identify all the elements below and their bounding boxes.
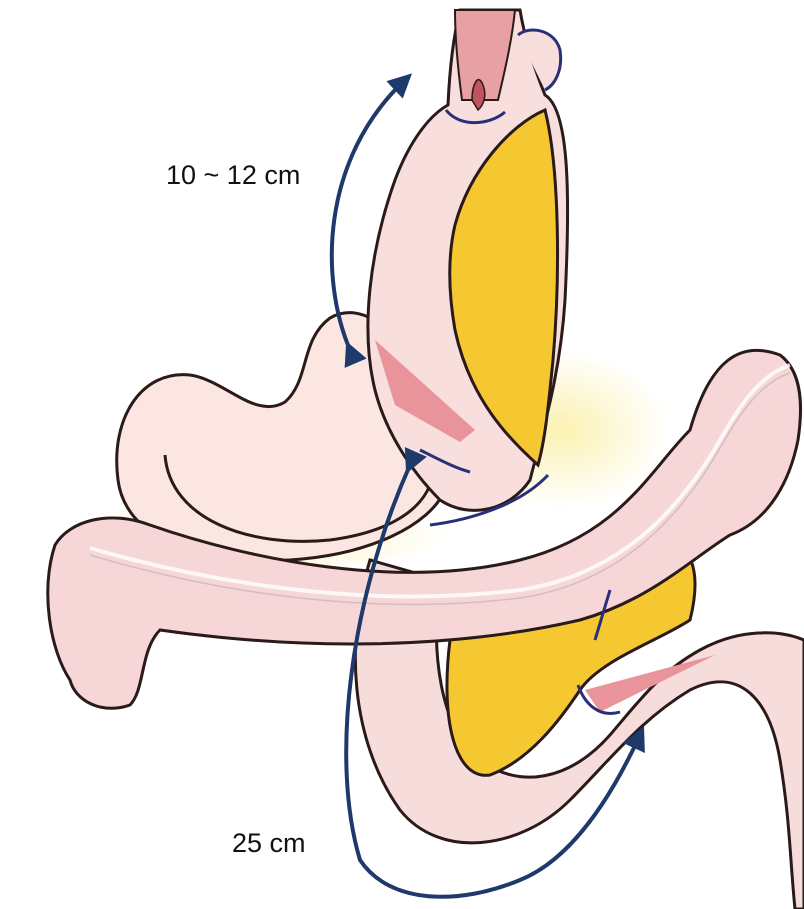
- lower-measurement-label: 25 cm: [232, 830, 306, 857]
- upper-measurement-label: 10 ~ 12 cm: [166, 162, 300, 189]
